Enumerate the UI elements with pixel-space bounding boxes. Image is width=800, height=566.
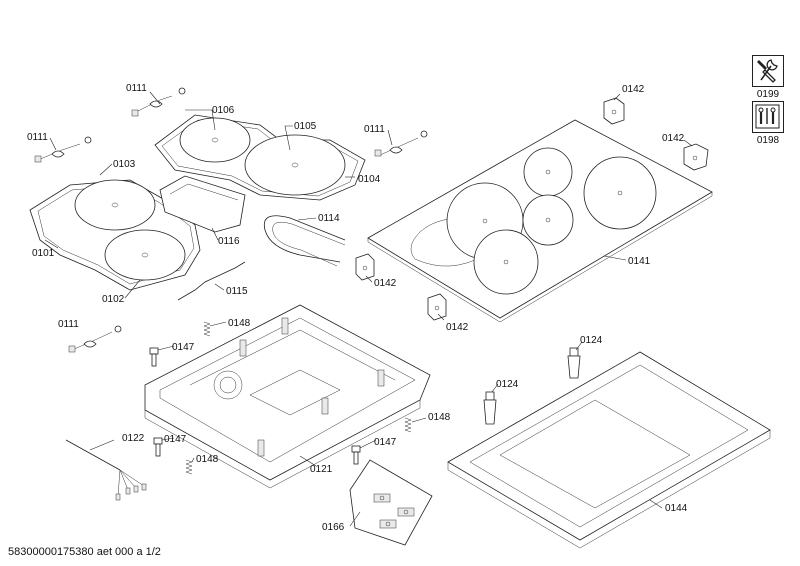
label-0142-bottom: 0142	[446, 322, 469, 333]
foot-0147-bottom	[153, 437, 163, 457]
label-0122: 0122	[122, 433, 145, 444]
spring-0148-bottom	[185, 459, 193, 475]
label-0148-top: 0148	[228, 318, 251, 329]
label-0124-top: 0124	[580, 335, 603, 346]
cable-harness-0122	[65, 439, 147, 501]
label-0148-bottom: 0148	[196, 454, 219, 465]
label-0104: 0104	[358, 174, 381, 185]
cable-clip-0111-bottom	[68, 325, 122, 353]
cable-clip-0111-left	[34, 136, 92, 163]
label-0142-top: 0142	[622, 84, 645, 95]
bracket-0142-bottom	[427, 293, 447, 321]
glass-ceramic-hob-0141	[367, 119, 713, 323]
legend-label-0198: 0198	[756, 135, 780, 146]
foot-0147-right	[351, 445, 361, 465]
document-reference: 58300000175380 aet 000 a 1/2	[8, 546, 161, 558]
label-0121: 0121	[310, 464, 333, 475]
label-0142-mid: 0142	[374, 278, 397, 289]
label-0144: 0144	[665, 503, 688, 514]
wrench-screwdriver-icon	[752, 55, 784, 87]
label-0114: 0114	[318, 213, 340, 224]
housing-posts	[239, 317, 385, 457]
spring-0148-right	[404, 417, 412, 433]
label-0166: 0166	[322, 522, 345, 533]
housing-0121	[144, 304, 431, 489]
label-0141: 0141	[628, 256, 651, 267]
label-0142-right: 0142	[662, 133, 685, 144]
label-0106: 0106	[212, 105, 235, 116]
heating-element-0114	[263, 215, 346, 267]
label-0111-top: 0111	[126, 83, 147, 94]
label-0102: 0102	[102, 294, 125, 305]
label-0147-right: 0147	[374, 437, 397, 448]
label-0105: 0105	[294, 121, 317, 132]
heating-plate-0105	[244, 134, 346, 196]
label-0115: 0115	[226, 286, 248, 297]
label-0103: 0103	[113, 159, 136, 170]
bracket-0142-right	[683, 143, 709, 171]
connecting-wire-0115	[177, 261, 246, 301]
label-0111-right: 0111	[364, 124, 385, 135]
spring-0148-top	[203, 321, 211, 337]
mounting-clip-0124-top	[567, 347, 581, 379]
label-0124-left: 0124	[496, 379, 519, 390]
installation-frame-0144	[447, 351, 771, 549]
label-0148-right: 0148	[428, 412, 451, 423]
label-0147-bottom: 0147	[164, 434, 187, 445]
label-0101: 0101	[32, 248, 55, 259]
foot-0147-top	[149, 347, 159, 367]
shield-plate-0116	[159, 175, 246, 233]
label-0111-left: 0111	[27, 132, 48, 143]
heating-plate-0103	[74, 179, 156, 231]
cable-clip-0111-top	[131, 87, 186, 117]
bracket-0142-mid	[355, 253, 375, 281]
label-0147-top: 0147	[172, 342, 195, 353]
bracket-0142-top	[603, 97, 625, 125]
label-0116: 0116	[218, 236, 240, 247]
heating-plate-0106	[179, 117, 251, 163]
heating-plate-0102	[104, 229, 186, 281]
accessory-bag-0166	[349, 459, 433, 546]
mounting-clip-0124-left	[483, 391, 497, 425]
legend-label-0199: 0199	[756, 89, 780, 100]
leader-lines	[44, 91, 693, 527]
cable-clip-0111-right	[374, 130, 428, 157]
label-0111-bottom: 0111	[58, 319, 79, 330]
manual-tools-icon	[752, 101, 784, 133]
